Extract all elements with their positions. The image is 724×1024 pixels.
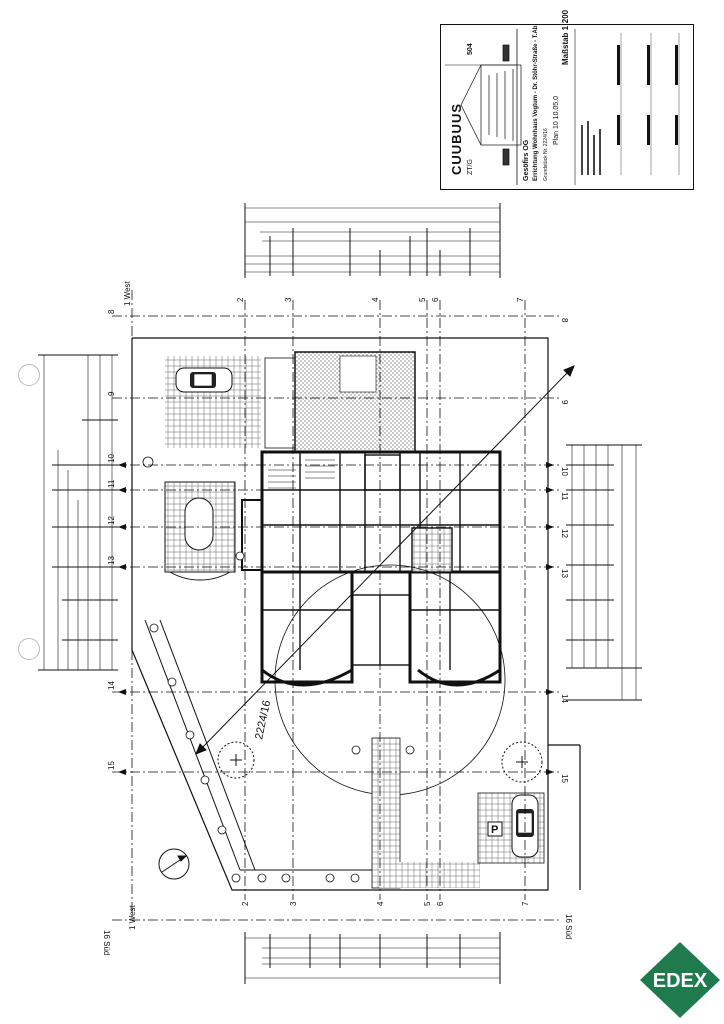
- grid-row-labels-right: 8 9 10 11 12 13 14 15 16 Süd: [560, 318, 573, 939]
- right-dimension-chains: [566, 444, 642, 701]
- south-label-right: 16 Süd: [564, 914, 573, 939]
- grid-row-label: 10: [560, 467, 569, 476]
- svg-text:P: P: [491, 824, 498, 836]
- north-arrow-icon: [158, 848, 190, 880]
- grid-col-label: 6: [431, 297, 440, 302]
- top-dimension-chains: [244, 203, 501, 278]
- edex-logo-shape: EDEX: [640, 942, 720, 1018]
- interior-walls: [262, 452, 500, 670]
- grid-col-label: 5: [418, 297, 427, 302]
- grid-col-label: 5: [423, 901, 432, 906]
- grid-row-label: 8: [560, 318, 569, 323]
- building-outline: [241, 450, 502, 687]
- driveway-paving-band: [380, 862, 480, 888]
- grid-col-label: 2: [241, 901, 250, 906]
- title-block-frame: [445, 29, 680, 185]
- grid-axes: [112, 290, 560, 921]
- grid-col-label: 4: [376, 901, 385, 906]
- grid-column-labels-bottom: 2 3 4 5 6 7 1 West: [128, 901, 530, 930]
- grid-row-label: 15: [560, 774, 569, 783]
- grid-col-label: 7: [516, 297, 525, 302]
- edex-logo-text: EDEX: [653, 970, 708, 992]
- west-label-top: 1 West: [123, 280, 132, 306]
- grid-row-label: 15: [107, 761, 116, 770]
- building-sketch: [460, 44, 522, 166]
- parking-sign-icon: P: [487, 821, 503, 837]
- grid-axis-arrows: [118, 462, 554, 775]
- grid-row-label: 12: [560, 529, 569, 538]
- grid-row-label: 11: [107, 479, 116, 488]
- grid-row-label: 12: [107, 516, 116, 525]
- south-label-left: 16 Süd: [102, 930, 111, 955]
- garage-label-box: [339, 355, 377, 393]
- grid-row-label: 10: [107, 454, 116, 463]
- grid-column-labels-top: 2 3 4 5 6 7 1 West: [123, 280, 525, 306]
- bottom-dimension-chains: [244, 932, 501, 984]
- grid-col-label: 7: [521, 901, 530, 906]
- grid-col-label: 2: [236, 297, 245, 302]
- tree-east: [501, 741, 543, 783]
- grid-row-label: 9: [107, 391, 116, 396]
- grid-col-label: 3: [289, 901, 298, 906]
- grid-col-label: 3: [284, 297, 293, 302]
- grid-col-label: 4: [371, 297, 380, 302]
- parcel-number-label: 2224/16: [253, 699, 273, 740]
- car-north: [175, 367, 233, 393]
- grid-row-labels-left: 8 9 10 11 12 13 14 15 16 Süd: [102, 309, 116, 955]
- punch-hole-bottom: [18, 638, 40, 660]
- terrace-west: [164, 481, 236, 581]
- tree-west: [217, 741, 255, 779]
- section-line-17: [195, 365, 575, 755]
- grid-col-label: 6: [436, 901, 445, 906]
- grid-row-label: 13: [560, 569, 569, 578]
- pool: [264, 357, 296, 449]
- punch-hole-top: [18, 364, 40, 386]
- left-dimension-chains: [38, 354, 118, 671]
- boundary-markers: [142, 456, 415, 883]
- grid-row-label: 14: [107, 681, 116, 690]
- staircase: [268, 459, 335, 489]
- grid-row-label: 14: [560, 694, 569, 703]
- grid-row-label: 9: [560, 400, 569, 405]
- west-label-bottom: 1 West: [128, 904, 137, 930]
- grid-row-label: 13: [107, 556, 116, 565]
- grid-row-label: 11: [560, 492, 569, 501]
- edex-logo: EDEX: [640, 942, 720, 1018]
- grid-row-label: 8: [107, 309, 116, 314]
- title-block: CUUBUUS ZT/G Gesöfirs OG Errichtung Wohn…: [440, 10, 694, 190]
